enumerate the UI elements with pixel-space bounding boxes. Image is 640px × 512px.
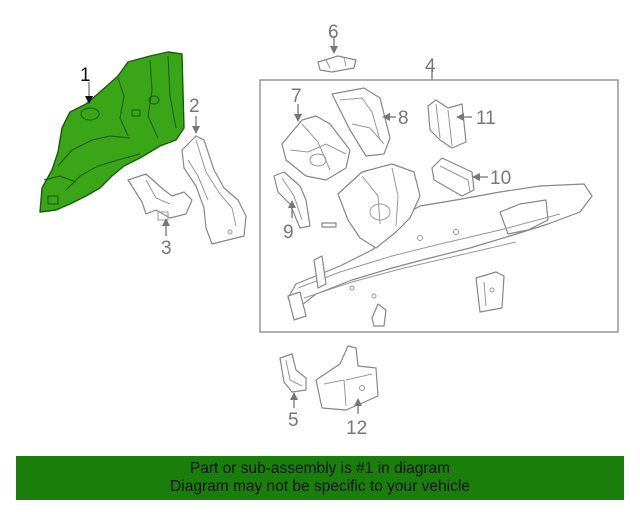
callout-8[interactable]: 8 [398, 108, 409, 129]
parts-diagram: 1 2 3 4 6 7 8 [39, 22, 619, 439]
callout-3[interactable]: 3 [161, 238, 172, 259]
part-1-wheelhouse[interactable] [39, 51, 185, 213]
callout-12[interactable]: 12 [346, 418, 367, 439]
small-clip [321, 222, 337, 228]
small-clip-2 [371, 303, 387, 327]
part-8-upper-reinforcement[interactable] [331, 87, 391, 157]
info-banner: Part or sub-assembly is #1 in diagram Di… [16, 456, 624, 500]
callout-5[interactable]: 5 [288, 410, 299, 431]
callout-9[interactable]: 9 [283, 222, 294, 243]
callout-11[interactable]: 11 [476, 108, 496, 129]
part-10-bracket[interactable] [431, 157, 475, 197]
part-5-bracket[interactable] [279, 353, 307, 393]
frame-bracket [475, 271, 505, 313]
callout-1[interactable]: 1 [80, 65, 91, 86]
assembly-4-frame [259, 79, 619, 333]
banner-line-1: Part or sub-assembly is #1 in diagram [189, 460, 451, 477]
callout-2[interactable]: 2 [189, 96, 200, 117]
callout-4[interactable]: 4 [425, 56, 436, 77]
callout-7[interactable]: 7 [291, 86, 302, 107]
part-12-bracket[interactable] [315, 345, 379, 411]
leader-1-arrow [85, 96, 93, 104]
part-2-pillar[interactable] [181, 135, 247, 245]
callout-10[interactable]: 10 [490, 168, 511, 189]
part-7-reinforcement[interactable] [281, 115, 351, 181]
part-11-bracket[interactable] [427, 99, 467, 149]
callout-6[interactable]: 6 [328, 22, 339, 43]
part-6-bracket[interactable] [317, 55, 357, 73]
banner-line-2: Diagram may not be specific to your vehi… [170, 478, 470, 495]
part-3-bracket[interactable] [127, 173, 193, 221]
frame-rail-assembly[interactable] [287, 163, 593, 321]
